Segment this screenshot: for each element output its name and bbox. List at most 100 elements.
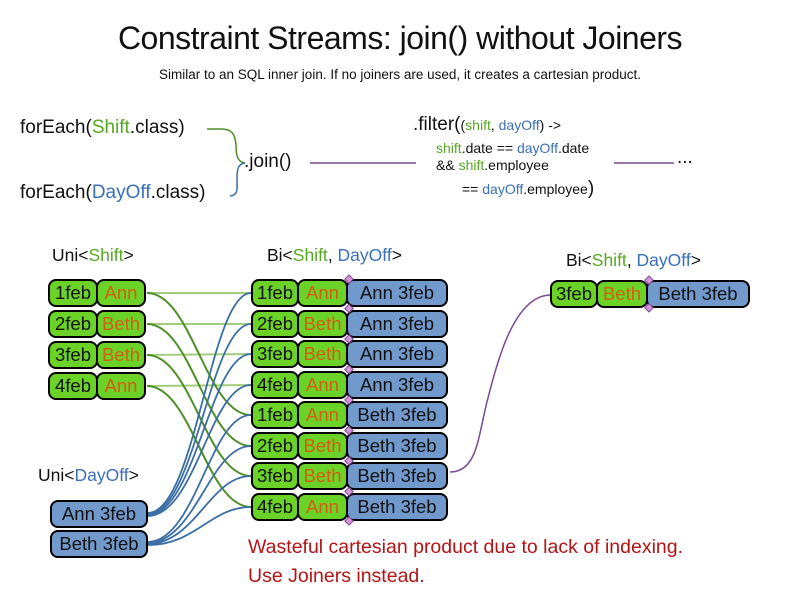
code-segment: .employee [523, 181, 588, 197]
code-foreach-shift: forEach(Shift.class) [20, 117, 185, 139]
pair-result-cell: Ann 3feb [346, 279, 448, 307]
code-segment: Shift [292, 245, 328, 265]
shift-row: 1feb Ann [48, 279, 146, 307]
slide-subtitle: Similar to an SQL inner join. If no join… [159, 67, 641, 82]
code-segment: && [436, 157, 459, 173]
dayoff2-curve-b [147, 445, 252, 544]
code-segment: ) -> [539, 117, 562, 133]
code-segment: , [490, 117, 499, 133]
code-segment: .date == [461, 140, 517, 156]
shift1-curve [146, 292, 252, 416]
code-segment: == [462, 181, 483, 197]
code-filter-line2: shift.date == dayOff.date [436, 140, 589, 156]
brace-shift-line [207, 128, 246, 164]
pair-row: 4feb Ann Beth 3feb [251, 493, 448, 521]
code-segment: Shift [591, 250, 627, 270]
code-segment: .employee [484, 157, 549, 173]
pair-row: 1feb Ann Beth 3feb [251, 401, 448, 429]
shift-date-cell: 1feb [48, 279, 98, 307]
code-segment: ) [587, 178, 595, 199]
shift-row: 4feb Ann [48, 372, 146, 400]
pair-name-cell: Ann [297, 279, 348, 307]
code-segment: Bi< [267, 245, 293, 265]
code-segment: shift [436, 140, 462, 156]
result-name-cell: Beth [596, 280, 648, 308]
pair-date-cell: 4feb [251, 371, 299, 399]
pair-to-result-line [449, 294, 551, 473]
dayoff-to-pair-lines [147, 292, 252, 546]
code-segment: .filter( [413, 114, 461, 135]
pair-date-cell: 3feb [251, 340, 299, 368]
shift-date-cell: 3feb [48, 341, 98, 369]
code-segment: ( [460, 117, 466, 133]
result-date-cell: 3feb [550, 280, 598, 308]
dayoff2-curve-c [147, 475, 252, 545]
code-segment: dayOff [498, 117, 540, 133]
shift-date-cell: 4feb [48, 372, 98, 400]
code-segment: DayOff [337, 245, 392, 265]
pair-row: 2feb Beth Beth 3feb [251, 432, 448, 460]
brace-dayoff-line [229, 162, 246, 197]
code-segment: DayOff [91, 182, 151, 203]
shift4-curve [146, 385, 252, 508]
pair-name-cell: Ann [297, 401, 348, 429]
pair-name-cell: Beth [297, 340, 348, 368]
shift-name-cell: Ann [96, 372, 146, 400]
label-uni-dayoff: Uni<DayOff> [38, 465, 139, 486]
caption: Wasteful cartesian product due to lack o… [248, 533, 683, 591]
code-segment: > [123, 245, 134, 265]
pair-date-cell: 2feb [251, 310, 299, 338]
pair-date-cell: 3feb [251, 462, 299, 490]
code-filter-line3: && shift.employee [436, 157, 549, 173]
code-ellipsis: ... [677, 147, 693, 168]
code-segment: .date [557, 140, 590, 156]
pair-row: 1feb Ann Ann 3feb [251, 279, 448, 307]
dayoff-cell: Beth 3feb [50, 530, 148, 558]
dayoff-row: Ann 3feb [50, 500, 148, 528]
shift-row: 3feb Beth [48, 341, 146, 369]
caption-line2: Use Joiners instead. [248, 565, 425, 587]
code-segment: .class) [150, 182, 206, 203]
code-join: .join() [244, 151, 292, 172]
result-result-cell: Beth 3feb [646, 280, 750, 308]
dayoff-row: Beth 3feb [50, 530, 148, 558]
pair-row: 4feb Ann Ann 3feb [251, 371, 448, 399]
code-segment: Uni< [38, 465, 75, 485]
dayoff1-curve-a [147, 292, 252, 514]
code-segment: Uni< [52, 245, 89, 265]
shift2-curve [146, 323, 252, 447]
pair-result-cell: Beth 3feb [346, 493, 448, 521]
pair-row: 3feb Beth Ann 3feb [251, 340, 448, 368]
code-segment: dayOff [516, 140, 558, 156]
code-segment: Bi< [566, 250, 592, 270]
label-uni-shift: Uni<Shift> [52, 245, 134, 266]
code-segment: , [626, 250, 637, 270]
result-row: 3feb Beth Beth 3feb [550, 280, 750, 308]
code-segment: forEach( [20, 117, 92, 138]
code-segment: > [128, 465, 139, 485]
pair-date-cell: 1feb [251, 401, 299, 429]
code-segment: > [690, 250, 701, 270]
pair-result-cell: Ann 3feb [346, 340, 448, 368]
pair-name-cell: Ann [297, 493, 348, 521]
code-segment: Shift [88, 245, 124, 265]
label-bi-mid: Bi<Shift, DayOff> [267, 245, 402, 266]
pair-row: 3feb Beth Beth 3feb [251, 462, 448, 490]
caption-line1: Wasteful cartesian product due to lack o… [248, 536, 684, 558]
code-segment: Shift [91, 117, 130, 138]
shift-to-pair-lines [146, 292, 252, 508]
code-segment: shift [465, 117, 491, 133]
pair-name-cell: Ann [297, 371, 348, 399]
shift-name-cell: Beth [96, 341, 146, 369]
shift-name-cell: Ann [96, 279, 146, 307]
dayoff2-curve-a [147, 414, 252, 543]
code-filter-line4: == dayOff.employee) [462, 178, 594, 200]
pair-result-cell: Beth 3feb [346, 401, 448, 429]
dayoff1-curve-b [147, 323, 252, 515]
pair-name-cell: Beth [297, 462, 348, 490]
shift-name-cell: Beth [96, 310, 146, 338]
dayoff2-curve-d [147, 506, 252, 546]
pair-date-cell: 4feb [251, 493, 299, 521]
